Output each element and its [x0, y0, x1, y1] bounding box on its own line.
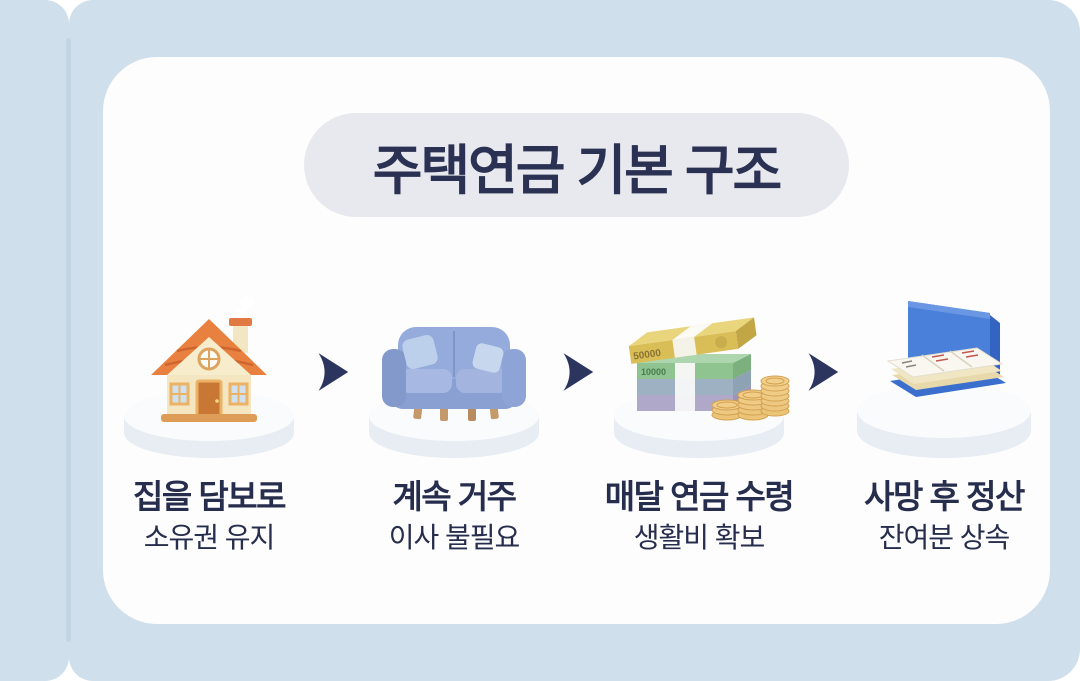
- arrow-right-icon: [314, 349, 350, 395]
- pedestal: [857, 384, 1031, 458]
- house-3d-icon: [124, 296, 294, 458]
- frame-seam-line: [66, 38, 71, 642]
- banknote-50000-label: 50000: [633, 348, 663, 363]
- step-house: 집을 담보로 소유권 유지: [105, 265, 314, 554]
- bankbook-3d-icon: [857, 301, 1031, 458]
- frame-left-panel: [0, 0, 69, 681]
- house-icon-wrap: [109, 265, 309, 465]
- banknote-10000-label: 10000: [641, 367, 666, 377]
- step-sublabel: 잔여분 상속: [878, 521, 1011, 553]
- page-title: 주택연금 기본 구조: [372, 140, 782, 201]
- arrow-right-icon: [559, 349, 595, 395]
- money-icon-wrap: 10000 50000: [599, 265, 799, 465]
- step-label: 집을 담보로: [133, 478, 286, 515]
- arrow-right-icon: [804, 349, 840, 395]
- steps-row: 집을 담보로 소유권 유지: [103, 265, 1050, 554]
- step-sublabel: 소유권 유지: [143, 521, 276, 553]
- step-sofa: 계속 거주 이사 불필요: [350, 265, 559, 554]
- content-card: 주택연금 기본 구조: [103, 57, 1050, 624]
- title-pill: 주택연금 기본 구조: [304, 113, 849, 217]
- step-sublabel: 이사 불필요: [388, 521, 521, 553]
- step-label: 사망 후 정산: [864, 478, 1025, 515]
- step-bankbook: 사망 후 정산 잔여분 상속: [840, 265, 1049, 554]
- coin-stacks: [711, 375, 790, 421]
- step-sublabel: 생활비 확보: [633, 521, 766, 553]
- money-stacks-3d-icon: 10000 50000: [614, 317, 790, 458]
- step-money: 10000 50000: [595, 265, 804, 554]
- step-label: 매달 연금 수령: [604, 478, 795, 515]
- sofa-3d-icon: [369, 327, 539, 458]
- banknote-50000-stack: 50000: [628, 317, 757, 364]
- bankbook-icon-wrap: [844, 265, 1044, 465]
- step-label: 계속 거주: [392, 478, 517, 515]
- sofa-icon-wrap: [354, 265, 554, 465]
